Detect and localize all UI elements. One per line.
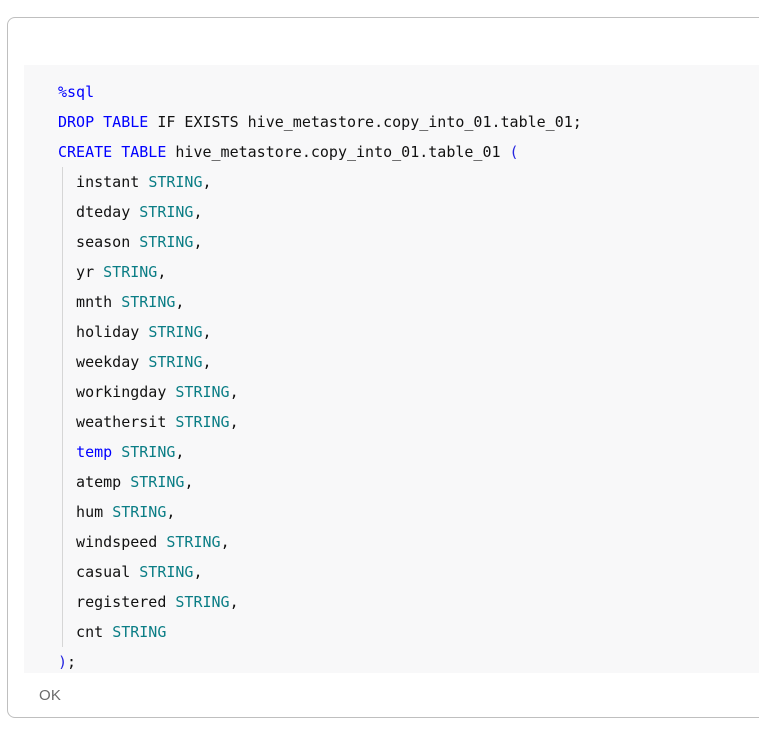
code-token: , xyxy=(229,383,239,401)
code-token: windspeed xyxy=(58,533,167,551)
code-token: , xyxy=(166,503,176,521)
code-token: , xyxy=(229,593,239,611)
code-token: STRING xyxy=(112,623,167,641)
code-line: weekday STRING, xyxy=(24,347,759,377)
code-token: STRING xyxy=(139,233,194,251)
code-token: , xyxy=(157,263,167,281)
code-line: hum STRING, xyxy=(24,497,759,527)
code-token: , xyxy=(193,203,203,221)
code-token xyxy=(58,443,76,461)
code-token: CREATE xyxy=(58,143,113,161)
code-token: yr xyxy=(58,263,104,281)
code-token: cnt xyxy=(58,623,113,641)
code-token: STRING xyxy=(166,533,221,551)
code-line: season STRING, xyxy=(24,227,759,257)
code-token: STRING xyxy=(175,413,230,431)
code-line: temp STRING, xyxy=(24,437,759,467)
code-token: mnth xyxy=(58,293,122,311)
code-token: STRING xyxy=(139,563,194,581)
code-token: TABLE xyxy=(121,143,167,161)
code-token: season xyxy=(58,233,140,251)
code-line: atemp STRING, xyxy=(24,467,759,497)
code-token: STRING xyxy=(130,473,185,491)
code-token: STRING xyxy=(148,323,203,341)
code-token: STRING xyxy=(148,353,203,371)
code-token: IF EXISTS hive_metastore.copy_into_01.ta… xyxy=(148,113,582,131)
code-token: weathersit xyxy=(58,413,176,431)
code-token: , xyxy=(202,353,212,371)
code-token: , xyxy=(229,413,239,431)
code-token: DROP xyxy=(58,113,95,131)
code-token: , xyxy=(220,533,230,551)
code-token xyxy=(112,143,121,161)
code-token: hum xyxy=(58,503,113,521)
code-token: hive_metastore.copy_into_01.table_01 xyxy=(166,143,510,161)
code-token: ( xyxy=(509,143,519,161)
code-line: windspeed STRING, xyxy=(24,527,759,557)
code-token: atemp xyxy=(58,473,131,491)
code-token: casual xyxy=(58,563,140,581)
code-token: temp xyxy=(76,443,113,461)
code-line: workingday STRING, xyxy=(24,377,759,407)
code-line: CREATE TABLE hive_metastore.copy_into_01… xyxy=(24,137,759,167)
code-token: registered xyxy=(58,593,176,611)
code-line: DROP TABLE IF EXISTS hive_metastore.copy… xyxy=(24,107,759,137)
code-token: STRING xyxy=(175,383,230,401)
code-line: %sql xyxy=(24,77,759,107)
code-token: TABLE xyxy=(103,113,149,131)
code-token: holiday xyxy=(58,323,149,341)
code-line: weathersit STRING, xyxy=(24,407,759,437)
code-token: workingday xyxy=(58,383,176,401)
status-text: OK xyxy=(39,687,62,704)
code-token: ) xyxy=(58,653,68,671)
code-line: yr STRING, xyxy=(24,257,759,287)
code-token: , xyxy=(193,563,203,581)
code-token: , xyxy=(202,173,212,191)
code-token: , xyxy=(193,233,203,251)
code-token: , xyxy=(175,443,185,461)
code-line: mnth STRING, xyxy=(24,287,759,317)
code-line: ); xyxy=(24,647,759,673)
code-token: , xyxy=(202,323,212,341)
code-token: dteday xyxy=(58,203,140,221)
code-token: STRING xyxy=(139,203,194,221)
code-token: STRING xyxy=(121,443,176,461)
code-line: registered STRING, xyxy=(24,587,759,617)
code-token: STRING xyxy=(103,263,158,281)
code-token: STRING xyxy=(121,293,176,311)
code-token xyxy=(112,443,121,461)
code-token: , xyxy=(184,473,194,491)
code-line: casual STRING, xyxy=(24,557,759,587)
code-token: STRING xyxy=(175,593,230,611)
code-line: dteday STRING, xyxy=(24,197,759,227)
code-line: instant STRING, xyxy=(24,167,759,197)
code-token: weekday xyxy=(58,353,149,371)
code-token: STRING xyxy=(148,173,203,191)
code-line: holiday STRING, xyxy=(24,317,759,347)
code-token: instant xyxy=(58,173,149,191)
indent-guide-line xyxy=(62,167,63,647)
code-token: ; xyxy=(67,653,77,671)
code-line: cnt STRING xyxy=(24,617,759,647)
code-token xyxy=(94,113,103,131)
code-token: %sql xyxy=(58,83,95,101)
code-token: STRING xyxy=(112,503,167,521)
code-token: , xyxy=(175,293,185,311)
